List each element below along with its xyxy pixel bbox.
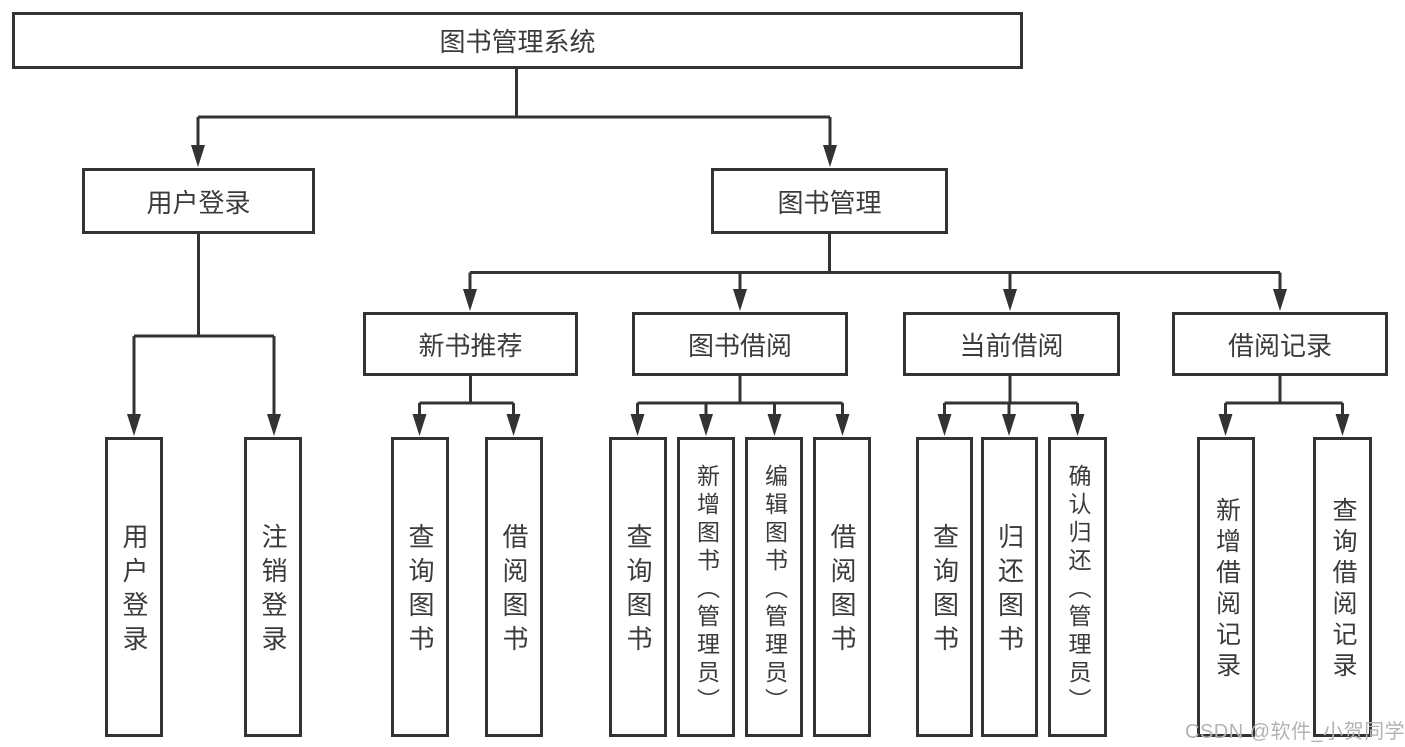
leaf-borrow-books-1: 借阅图书 xyxy=(485,437,543,737)
node-label: 新书推荐 xyxy=(418,330,523,361)
node-label: 查询借阅记录 xyxy=(1329,497,1357,683)
node-label: 查询图书 xyxy=(623,523,653,659)
leaf-return-books: 归还图书 xyxy=(981,437,1038,737)
node-current-borrowing: 当前借阅 xyxy=(903,312,1120,376)
csdn-watermark: CSDN @软件_小贺同学 xyxy=(1185,721,1405,743)
node-label: 当前借阅 xyxy=(959,330,1064,361)
node-label: 编辑图书（管理员） xyxy=(761,463,788,716)
node-borrowing-records: 借阅记录 xyxy=(1172,312,1388,376)
node-label: 借阅记录 xyxy=(1227,330,1332,361)
node-label: 图书管理 xyxy=(777,187,882,218)
leaf-borrow-books-2: 借阅图书 xyxy=(813,437,871,737)
leaf-confirm-return-admin: 确认归还（管理员） xyxy=(1048,437,1107,737)
connector-root-to-level2 xyxy=(191,68,837,167)
node-label: 归还图书 xyxy=(994,523,1025,659)
leaf-add-books-admin: 新增图书（管理员） xyxy=(677,437,735,737)
node-label: 图书管理系统 xyxy=(439,27,596,57)
node-library-management-system: 图书管理系统 xyxy=(12,12,1023,69)
node-label: 注销登录 xyxy=(258,523,288,659)
connector-login-to-leaves xyxy=(127,234,281,436)
node-label: 用户登录 xyxy=(146,187,251,218)
leaf-user-login: 用户登录 xyxy=(105,437,163,737)
node-label: 新增图书（管理员） xyxy=(693,463,720,716)
leaf-query-books-2: 查询图书 xyxy=(609,437,667,737)
leaf-query-books-1: 查询图书 xyxy=(391,437,449,737)
node-book-management-branch: 图书管理 xyxy=(711,168,948,234)
node-user-login-branch: 用户登录 xyxy=(82,168,315,234)
node-label: 借阅图书 xyxy=(499,523,529,659)
leaf-query-books-3: 查询图书 xyxy=(916,437,973,737)
leaf-query-borrow-record: 查询借阅记录 xyxy=(1313,437,1372,737)
connector-borrow-to-leaves xyxy=(630,376,850,436)
node-label: 查询图书 xyxy=(929,523,960,659)
node-book-borrowing: 图书借阅 xyxy=(632,312,848,376)
node-label: 图书借阅 xyxy=(687,330,792,361)
connector-newrec-to-leaves xyxy=(412,376,521,436)
node-label: 新增借阅记录 xyxy=(1212,497,1241,683)
node-label: 用户登录 xyxy=(119,523,149,659)
leaf-edit-books-admin: 编辑图书（管理员） xyxy=(745,437,803,737)
node-new-book-recommend: 新书推荐 xyxy=(363,312,578,376)
connector-record-to-leaves xyxy=(1218,376,1350,436)
leaf-add-borrow-record: 新增借阅记录 xyxy=(1197,437,1255,737)
node-label: 确认归还（管理员） xyxy=(1065,463,1091,716)
node-label: 查询图书 xyxy=(405,523,435,659)
connector-mgmt-to-level3 xyxy=(463,234,1287,311)
connector-current-to-leaves xyxy=(937,376,1085,436)
leaf-logout: 注销登录 xyxy=(244,437,302,737)
node-label: 借阅图书 xyxy=(827,523,857,659)
